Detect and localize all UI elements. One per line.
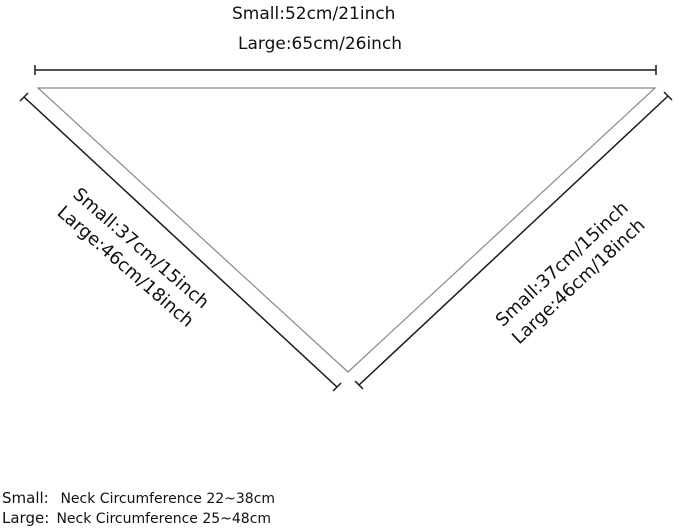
top-dimension-large-label: Large:65cm/26inch — [238, 34, 403, 54]
right-dimension-line — [358, 95, 669, 386]
right-dimension-tick-bottom — [354, 380, 364, 390]
top-dimension-small-label: Small:52cm/21inch — [232, 4, 396, 24]
legend-large-text: Neck Circumference 25~48cm — [56, 511, 272, 527]
left-dimension-line — [23, 96, 338, 388]
legend-large-key: Large: — [2, 509, 50, 527]
legend-large-row: Large: Neck Circumference 25~48cm — [2, 509, 271, 528]
legend-small-text: Neck Circumference 22~38cm — [60, 491, 276, 507]
left-dimension-tick-top — [19, 92, 29, 102]
legend-small-row: Small: Neck Circumference 22~38cm — [2, 489, 275, 508]
left-dimension-tick-bottom — [332, 382, 342, 392]
right-dimension-tick-top — [663, 91, 673, 101]
legend-small-key: Small: — [2, 489, 49, 507]
triangle-shape — [36, 87, 657, 373]
